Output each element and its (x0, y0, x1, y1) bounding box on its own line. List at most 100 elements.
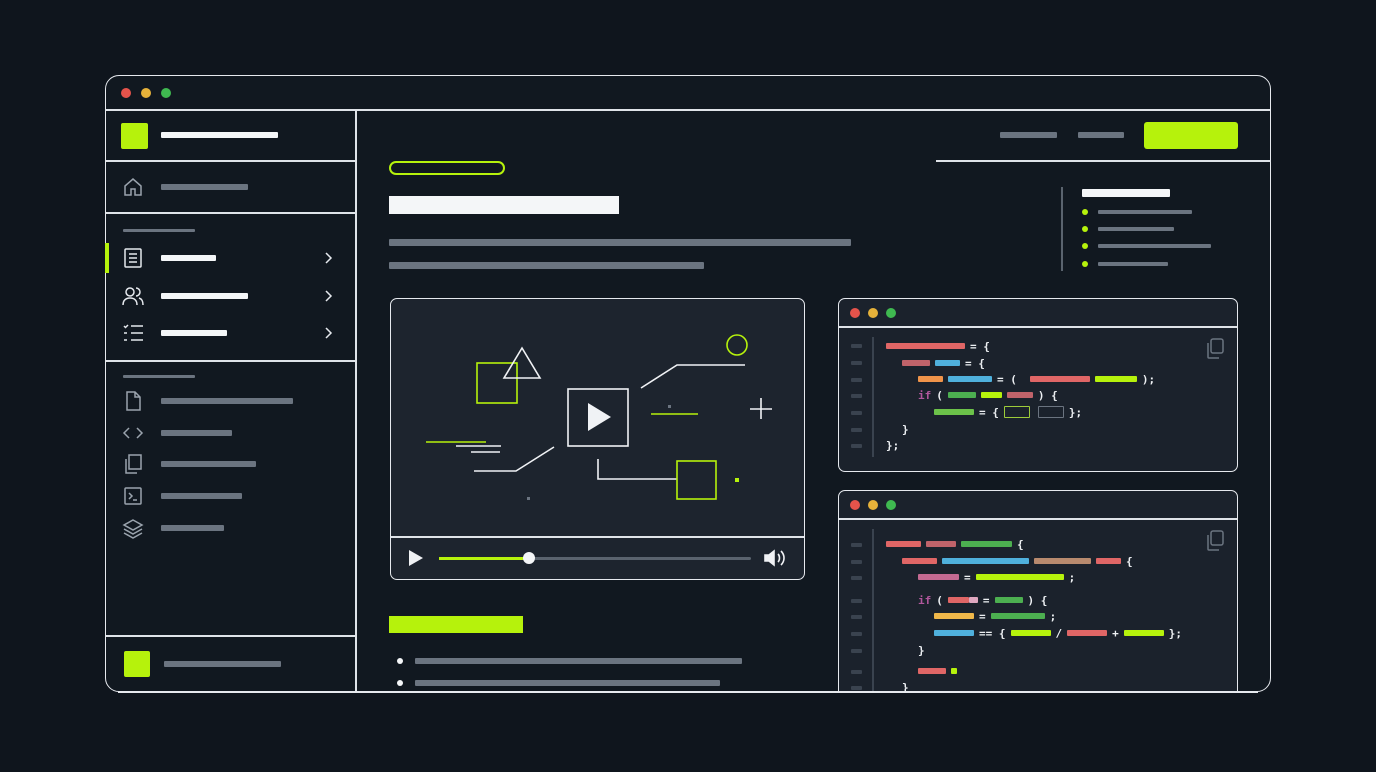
code-token: }; (886, 438, 900, 452)
minimize-window-button[interactable] (141, 88, 151, 98)
code-snippet-1: = { = { = (); if() { = {}; } }; (838, 298, 1238, 472)
code-token: } (902, 680, 909, 694)
code-line: = (); (918, 372, 1155, 386)
terminal-icon (122, 485, 144, 507)
line-number (851, 428, 862, 432)
bullet (1082, 261, 1088, 267)
line-number (851, 576, 862, 580)
sidebar-file-item[interactable] (161, 525, 224, 531)
close-window-button[interactable] (121, 88, 131, 98)
code-token: } (918, 643, 925, 657)
line-number (851, 543, 862, 547)
line-number (851, 599, 862, 603)
sidebar-item-documents[interactable] (161, 255, 216, 261)
panel-divider (839, 326, 1237, 328)
code-token: { (1126, 554, 1133, 568)
video-player[interactable] (390, 298, 805, 580)
seek-handle[interactable] (523, 552, 536, 564)
nav-link[interactable] (1000, 132, 1057, 138)
code-token: ; (1049, 609, 1057, 623)
volume-icon[interactable] (763, 548, 789, 568)
line-number (851, 615, 862, 619)
list-icon (122, 322, 144, 344)
code-line (918, 664, 957, 678)
chevron-right-icon[interactable] (318, 247, 340, 269)
code-token: }; (1068, 405, 1083, 419)
bullet (397, 680, 403, 686)
keyword-token: if (918, 388, 932, 402)
code-line: { (902, 554, 1133, 568)
copy-icon[interactable] (1205, 338, 1225, 360)
code-token: == { (979, 626, 1006, 640)
bullet-text (415, 658, 742, 664)
code-line: } (902, 422, 909, 436)
sidebar-file-item[interactable] (161, 493, 242, 499)
seek-bar[interactable] (439, 552, 751, 564)
divider (106, 635, 355, 637)
circle-shape (726, 334, 748, 356)
description-line (389, 262, 704, 269)
users-icon (122, 285, 144, 307)
code-token: = { (979, 405, 999, 419)
toc-link[interactable] (1098, 227, 1174, 231)
code-line: =; (934, 609, 1056, 623)
sidebar-item-home[interactable] (161, 184, 248, 190)
square-shape (476, 362, 518, 404)
code-token: = (964, 570, 971, 584)
line-number (851, 411, 862, 415)
titlebar-divider (106, 109, 1270, 111)
home-icon[interactable] (122, 176, 144, 198)
line-number (851, 344, 862, 348)
sidebar-divider (355, 110, 357, 691)
code-line: } (902, 680, 909, 694)
code-token: }; (1168, 626, 1182, 640)
code-token: ; (1068, 570, 1076, 584)
toc-link[interactable] (1098, 210, 1192, 214)
sidebar-file-item[interactable] (161, 398, 293, 404)
chevron-right-icon[interactable] (318, 285, 340, 307)
sidebar-item-users[interactable] (161, 293, 248, 299)
code-token: + (1112, 626, 1119, 640)
bullet (1082, 243, 1088, 249)
nav-link[interactable] (1078, 132, 1124, 138)
line-number (851, 560, 862, 564)
brand-name (161, 132, 278, 138)
sidebar-file-item[interactable] (161, 430, 232, 436)
code-token: ( (936, 388, 943, 402)
toc-link[interactable] (1098, 262, 1168, 266)
chevron-right-icon[interactable] (318, 322, 340, 344)
code-line: }; (886, 438, 899, 452)
plus-shape (750, 398, 772, 419)
code-token: = (982, 593, 990, 607)
line-number (851, 686, 862, 690)
primary-button[interactable] (1144, 122, 1238, 149)
keyword-token: if (918, 593, 932, 607)
brand-logo[interactable] (121, 123, 148, 149)
dot-green (886, 308, 896, 318)
play-icon[interactable] (407, 549, 425, 567)
toc-link[interactable] (1098, 244, 1211, 248)
user-name[interactable] (164, 661, 281, 667)
maximize-window-button[interactable] (161, 88, 171, 98)
controls-divider (391, 536, 804, 538)
code-line: == { / +}; (934, 626, 1182, 640)
code-token: ) { (1037, 388, 1058, 402)
code-token: ); (1141, 372, 1156, 386)
window-bottom-edge (118, 691, 1258, 693)
gutter-rule (872, 337, 874, 457)
category-badge (389, 161, 505, 175)
copy-icon[interactable] (1205, 530, 1225, 552)
triangle-shape (502, 346, 542, 379)
topbar-divider (936, 160, 1271, 162)
layers-icon (122, 517, 144, 539)
code-icon (122, 422, 144, 444)
play-icon (588, 403, 611, 431)
sidebar-file-item[interactable] (161, 461, 256, 467)
dot-yellow (868, 308, 878, 318)
code-token: / (1055, 626, 1063, 640)
file-icon (122, 390, 144, 412)
sidebar-item-lists[interactable] (161, 330, 227, 336)
avatar[interactable] (124, 651, 150, 677)
dot-yellow (868, 500, 878, 510)
page-title (389, 196, 619, 214)
